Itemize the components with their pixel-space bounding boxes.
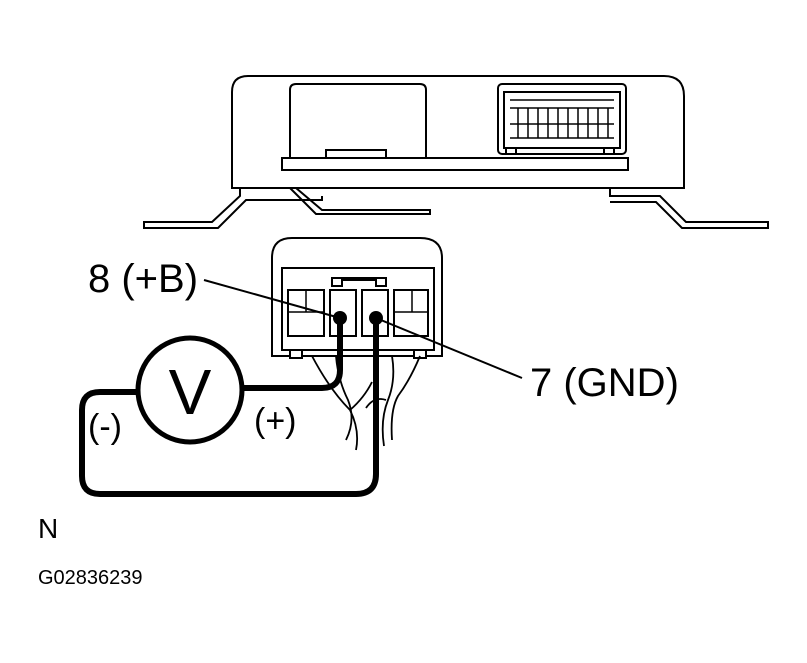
meter-leads (79, 315, 379, 497)
positive-lead-label: (+) (254, 402, 297, 440)
terminal-7-label: 7 (GND) (530, 361, 679, 405)
voltmeter-symbol: V (169, 356, 212, 428)
harness-connector (271, 237, 443, 359)
terminal-8-label: 8 (+B) (88, 257, 198, 301)
wire-bundle (311, 355, 421, 451)
negative-lead-label: (-) (88, 408, 122, 446)
voltmeter: V (135, 335, 245, 445)
ecu-connector (497, 83, 627, 155)
figure-code: G02836239 (38, 567, 143, 589)
leader-lines (203, 279, 523, 379)
corner-letter: N (38, 513, 58, 544)
ecu-unit (143, 75, 769, 229)
